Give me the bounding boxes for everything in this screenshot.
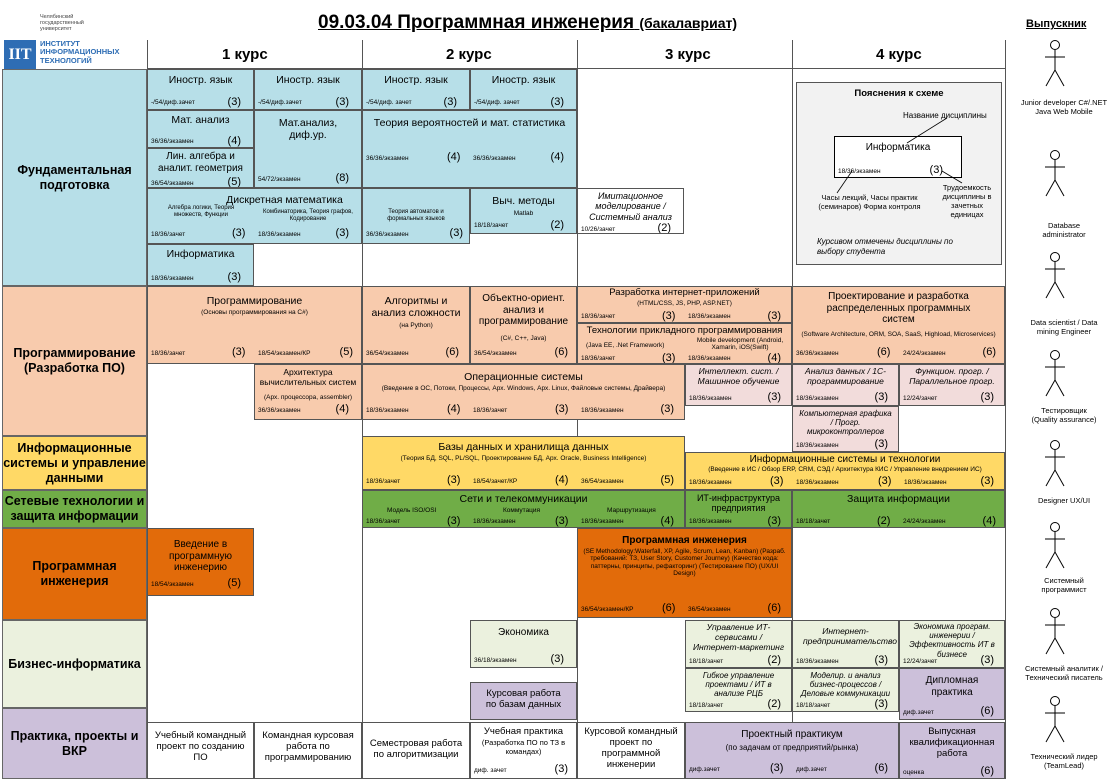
graduate-role: Designer UX/UI — [1037, 496, 1091, 505]
course-cell: Алгоритмы и анализ сложности (на Python)… — [362, 286, 470, 364]
course-cell-elective: Моделир. и анализ бизнес-процессов / Дел… — [792, 668, 899, 712]
course-cell: Выч. методы Matlab 18/18/зачет (2) — [470, 188, 577, 234]
course-cell: Операционные системы (Введение в ОС, Пот… — [362, 364, 685, 420]
graduate-role: Тестировщик (Quality assurance) — [1031, 406, 1097, 424]
page-title: 09.03.04 Программная инженерия (бакалавр… — [318, 12, 778, 34]
course-cell-elective: Имитационное моделирование / Системный а… — [577, 188, 684, 234]
course-cell: Командная курсовая работа по программиро… — [254, 722, 362, 779]
category-practice: Практика, проекты и ВКР — [2, 708, 147, 779]
course-cell: Защита информации 18/18/зачет (2) 24/24/… — [792, 490, 1005, 528]
course-cell-elective: Интернет-предпринимательство 18/36/экзам… — [792, 620, 899, 668]
course-cell: Мат.анализ, диф.ур. 54/72/экзамен (8) — [254, 110, 362, 188]
course-cell: ИТ-инфраструктура предприятия 18/36/экза… — [685, 490, 792, 528]
course-cell: Архитектура вычислительных систем (Арх. … — [254, 364, 362, 420]
course-3-header: 3 курс — [665, 46, 711, 63]
title-sub: (бакалавриат) — [639, 15, 737, 31]
course-cell: Программная инженерия (SE Methodology:Wa… — [577, 528, 792, 618]
course-cell: Программирование (Основы программировани… — [147, 286, 362, 364]
course-cell: Информатика 18/36/экзамен (3) — [147, 244, 254, 286]
course-cell: Курсовая работа по базам данных — [470, 682, 577, 720]
divider-1 — [147, 40, 148, 779]
course-cell: Курсовой командный проект по программной… — [577, 722, 685, 779]
person-icon — [1045, 350, 1065, 397]
category-fundamental: Фундаментальная подготовка — [2, 69, 147, 286]
course-cell: Разработка интернет-приложений (HTML/CSS… — [577, 286, 792, 323]
course-cell: Учебная практика (Разработка ПО по ТЗ в … — [470, 722, 577, 779]
course-4-header: 4 курс — [876, 46, 922, 63]
course-cell-elective: Интеллект. сист. / Машинное обучение 18/… — [685, 364, 792, 406]
course-cell: Экономика 36/18/экзамен (3) — [470, 620, 577, 668]
course-cell: Иностр. язык -/54/диф.зачет (3) — [254, 69, 362, 110]
person-icon — [1045, 150, 1065, 197]
legend-sample: Информатика 18/36/экзамен (3) — [834, 136, 962, 178]
institute-name: ИНСТИТУТ ИНФОРМАЦИОННЫХ ТЕХНОЛОГИЙ — [40, 39, 120, 65]
course-cell-elective: Компьютерная графика / Прогр. микроконтр… — [792, 406, 899, 452]
course-cell-elective: Анализ данных / 1С-программирование 18/3… — [792, 364, 899, 406]
course-cell: Проектный практикум (по задачам от предп… — [685, 722, 899, 779]
person-icon — [1045, 608, 1065, 655]
course-cell-elective: Функцион. прогр. / Параллельное прогр. 1… — [899, 364, 1005, 406]
course-cell: Лин. алгебра и аналит. геометрия 36/54/э… — [147, 148, 254, 188]
course-cell: Дискретная математика Алгебра логики, Те… — [147, 188, 362, 244]
course-cell: Технологии прикладного программирования … — [577, 323, 792, 364]
person-icon — [1045, 252, 1065, 299]
course-cell: Проектирование и разработка распределенн… — [792, 286, 1005, 364]
divider-5 — [1005, 40, 1006, 779]
course-cell: Иностр. язык -/54/диф.зачет (3) — [147, 69, 254, 110]
category-networks: Сетевые технологии и защита информации — [2, 490, 147, 528]
graduate-role: Системный программист — [1041, 576, 1087, 594]
course-cell: Базы данных и хранилища данных (Теория Б… — [362, 436, 685, 490]
person-icon — [1045, 696, 1065, 743]
person-icon — [1045, 440, 1065, 487]
course-2-header: 2 курс — [446, 46, 492, 63]
legend-arrows — [836, 117, 963, 194]
graduate-role: Системный аналитик / Технический писател… — [1025, 664, 1103, 682]
course-cell: Выпускная квалификационная работа оценка… — [899, 722, 1005, 779]
course-cell: Введение в программную инженерию 18/54/э… — [147, 528, 254, 596]
logo: Челябинский государственный университет … — [4, 10, 144, 72]
course-cell: Семестровая работа по алгоритмизации — [362, 722, 470, 779]
course-cell: Иностр. язык -/54/диф. зачет (3) — [362, 69, 470, 110]
course-cell-elective: Экономика програм. инженерии / Эффективн… — [899, 620, 1005, 668]
course-cell-elective: Управление ИТ-сервисами / Интернет-марке… — [685, 620, 792, 668]
category-software-engineering: Программная инженерия — [2, 528, 147, 620]
course-cell: Объектно-ориент. анализ и программирован… — [470, 286, 577, 364]
graduate-role: Data scientist / Data mining Engineer — [1030, 318, 1098, 336]
person-icon — [1045, 40, 1065, 87]
course-1-header: 1 курс — [222, 46, 268, 63]
category-info-systems: Информационные системы и управление данн… — [2, 436, 147, 490]
course-cell: Учебный командный проект по созданию ПО — [147, 722, 254, 779]
header-rule — [147, 68, 1005, 69]
graduate-role: Database administrator — [1042, 221, 1086, 239]
course-cell: Теория вероятностей и мат. статистика 36… — [362, 110, 577, 188]
university-name: Челябинский государственный университет — [40, 14, 84, 33]
logo-mark: ІІТ — [4, 40, 36, 70]
graduate-role: Технический лидер (TeamLead) — [1030, 752, 1098, 770]
title-main: 09.03.04 Программная инженерия — [318, 12, 635, 33]
graduate-header: Выпускник — [1026, 18, 1087, 30]
legend-box: Пояснения к схеме Название дисциплины Ин… — [796, 82, 1002, 265]
course-cell-elective: Гибкое управление проектами / ИТ в анали… — [685, 668, 792, 712]
person-icon — [1045, 522, 1065, 569]
course-cell: Дипломная практика диф.зачет (6) — [899, 668, 1005, 720]
course-cell: Сети и телекоммуникации Модель ISO/OSI К… — [362, 490, 685, 528]
category-business-informatics: Бизнес-информатика — [2, 620, 147, 708]
course-cell: Мат. анализ 36/36/экзамен (4) — [147, 110, 254, 148]
course-cell: Иностр. язык -/54/диф. зачет (3) — [470, 69, 577, 110]
course-cell: Теория автоматов и формальных языков 36/… — [362, 188, 470, 244]
category-programming: Программирование (Разработка ПО) — [2, 286, 147, 436]
graduate-role: Junior developer C#/.NET Java Web Mobile — [1020, 98, 1108, 116]
course-cell: Информационные системы и технологии (Вве… — [685, 452, 1005, 490]
